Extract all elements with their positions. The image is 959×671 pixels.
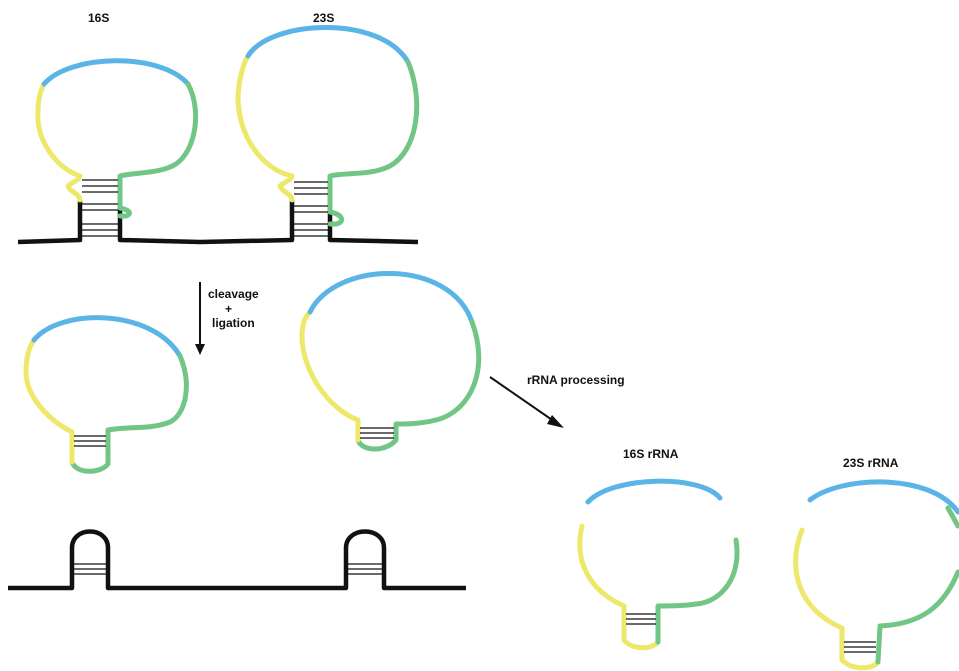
cleavage-arrow bbox=[195, 282, 205, 355]
cleavage-label-line1: cleavage bbox=[208, 287, 259, 301]
base-pairs bbox=[74, 435, 106, 447]
processing-arrow bbox=[489, 376, 564, 428]
segment-middle bbox=[307, 271, 475, 325]
segment-5prime bbox=[35, 81, 83, 203]
segment-5prime bbox=[235, 53, 295, 203]
segment-3prime bbox=[355, 319, 482, 452]
remaining-backbone bbox=[8, 529, 466, 591]
segment-middle bbox=[245, 25, 411, 65]
precursor-backbone bbox=[17, 200, 419, 245]
circular-23s-intermediate bbox=[299, 271, 482, 452]
base-pairs bbox=[360, 427, 394, 439]
rrna-processing-label: rRNA processing bbox=[527, 373, 625, 387]
segment-5prime bbox=[299, 309, 361, 423]
precursor-23s-loop bbox=[235, 25, 420, 237]
base-pairs bbox=[82, 179, 118, 237]
segment-5prime bbox=[793, 527, 881, 671]
base-pairs bbox=[844, 641, 876, 653]
segment-middle bbox=[585, 478, 723, 505]
mature-16s-rrna bbox=[577, 478, 740, 651]
segment-5prime bbox=[577, 523, 661, 651]
segment-3prime bbox=[875, 569, 959, 665]
base-pairs bbox=[294, 181, 328, 237]
circular-16s-intermediate bbox=[23, 315, 189, 474]
cleavage-label-line2: + bbox=[225, 302, 232, 316]
label-23s: 23S bbox=[313, 11, 334, 25]
cleavage-label-line3: ligation bbox=[212, 316, 255, 330]
segment-middle bbox=[807, 479, 959, 515]
precursor-16s-loop bbox=[35, 58, 199, 237]
segment-5prime bbox=[23, 337, 75, 435]
segment-middle bbox=[31, 315, 183, 359]
segment-3prime bbox=[117, 81, 199, 219]
segment-3prime bbox=[69, 353, 189, 474]
segment-3prime-tip bbox=[945, 505, 959, 529]
segment-3prime bbox=[655, 537, 740, 645]
mature-23s-rrna bbox=[793, 479, 959, 671]
label-16s-rrna: 16S rRNA bbox=[623, 447, 679, 461]
label-16s: 16S bbox=[88, 11, 109, 25]
label-23s-rrna: 23S rRNA bbox=[843, 456, 899, 470]
base-pairs bbox=[626, 613, 656, 625]
segment-3prime bbox=[327, 59, 420, 227]
segment-middle bbox=[41, 58, 191, 87]
